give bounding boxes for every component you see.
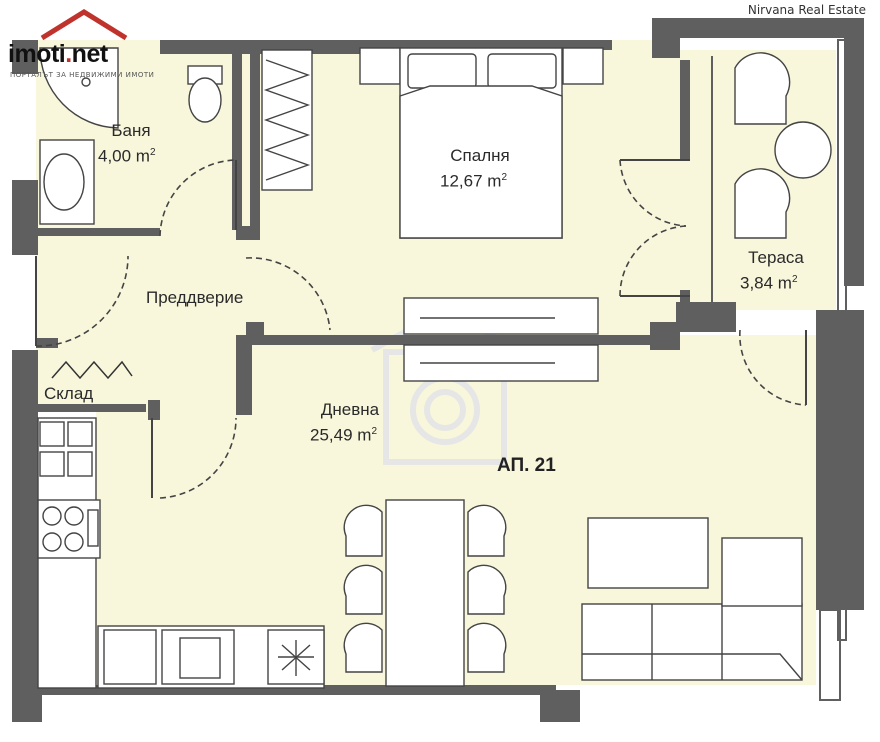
logo-house-icon: [40, 9, 128, 41]
tv-console: [403, 297, 599, 382]
logo-name: imoti: [8, 40, 66, 68]
room-name-terrace: Тераса: [748, 248, 804, 267]
room-name-hallway: Преддверие: [146, 288, 244, 307]
storage-symbol: [51, 360, 133, 380]
room-area-terrace: 3,84 m2: [740, 273, 798, 293]
site-logo[interactable]: imoti.net: [8, 40, 108, 69]
terrace-furniture: [734, 52, 832, 239]
apartment-label: АП. 21: [497, 455, 556, 476]
wardrobe: [261, 49, 313, 191]
doors: [35, 159, 807, 499]
credit-text: Nirvana Real Estate: [747, 3, 866, 17]
room-area-bathroom: 4,00 m2: [98, 146, 156, 166]
logo-tagline: ПОРТАЛЪТ ЗА НЕДВИЖИМИ ИМОТИ: [10, 71, 155, 79]
logo-dot: .: [65, 40, 72, 68]
room-name-bathroom: Баня: [111, 121, 151, 140]
room-area-bedroom: 12,67 m2: [440, 171, 507, 191]
walls: [12, 18, 864, 722]
room-name-storage: Склад: [44, 384, 94, 403]
door-leaves: [35, 159, 807, 498]
logo-suffix: net: [71, 40, 109, 68]
bathroom-fixtures: [39, 47, 223, 225]
room-name-bedroom: Спалня: [450, 146, 510, 165]
room-area-living: 25,49 m2: [310, 425, 377, 445]
kitchen: [37, 417, 325, 689]
terrace-railing: [711, 39, 847, 701]
dining-set: [343, 499, 507, 687]
room-name-living: Дневна: [320, 400, 380, 419]
sofa: [581, 517, 803, 681]
bed: [359, 47, 604, 239]
